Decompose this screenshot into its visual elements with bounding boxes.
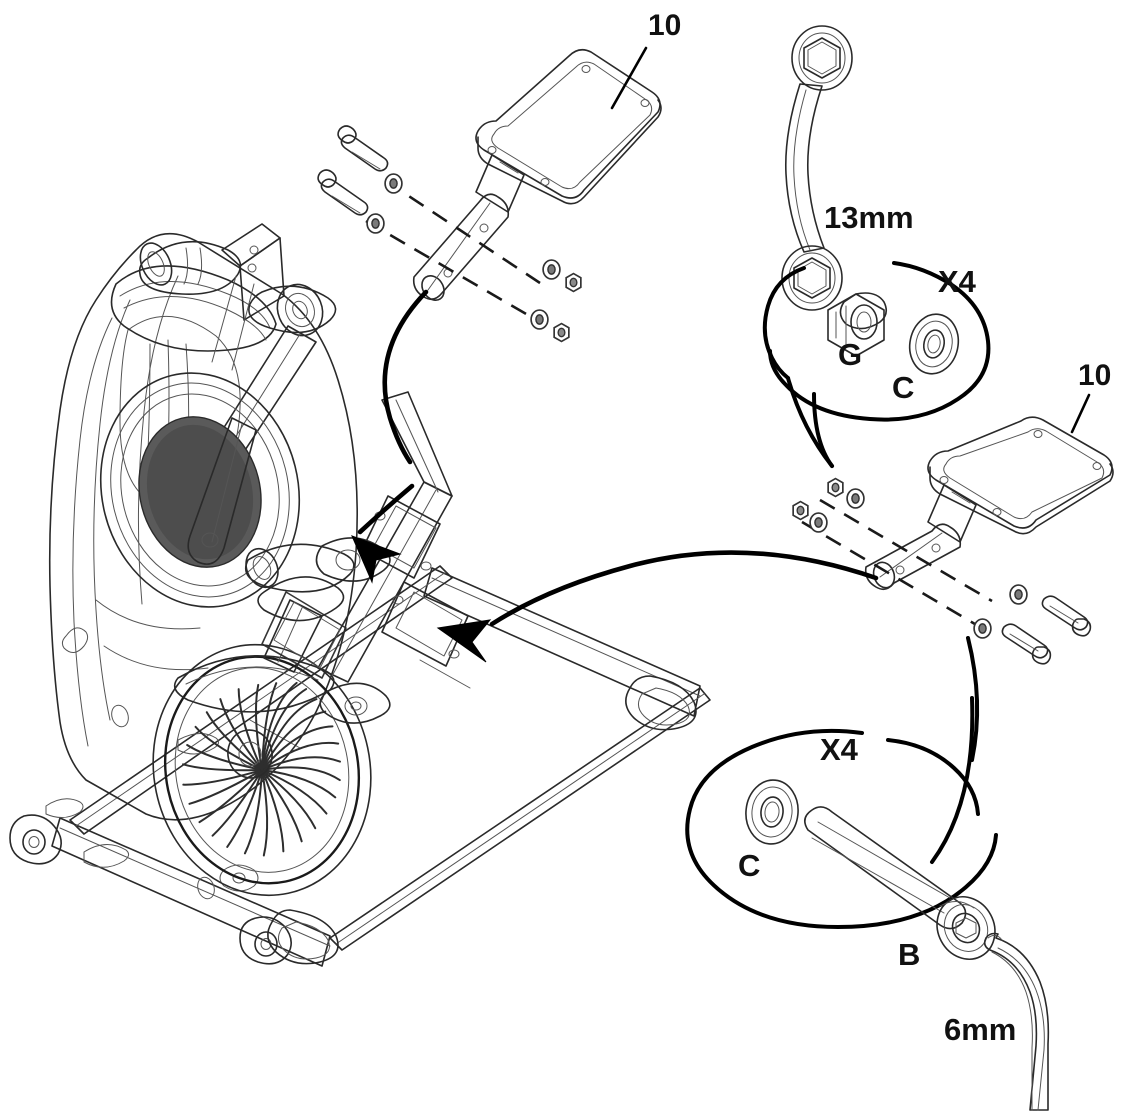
pedal-arm-bracket-lower [381,581,469,667]
bolt-upper-2 [317,169,369,216]
rear-foot-cap [625,675,697,731]
wrench-13mm [781,25,853,311]
qty-upper-label: X4 [938,264,977,299]
crank-disc-cover [99,372,301,608]
nut-lower-1 [827,477,844,498]
flywheel-fan [152,643,372,897]
upper-hardware-callout: G C X4 [762,261,991,468]
crank-pivot-arm [244,537,391,593]
front-foot-wheel [9,814,62,865]
install-arrow-lower [436,550,879,663]
part-B-bolt [804,806,996,960]
base-frame [9,565,711,967]
hex-key-6mm [983,932,1050,1111]
part-C-washer-lower [745,779,799,845]
part-G-label: G [838,337,862,372]
washer-lower-2 [809,512,828,533]
part-label-10-lower: 10 [1070,359,1111,434]
arrow-head-lower [436,619,492,663]
bubble-outline-left [762,266,806,380]
bubble-outline-lower [685,728,998,929]
part-number-bottom-text: 10 [1078,359,1111,392]
pedal-arm-bracket-upper [361,495,441,579]
head-tube-collar [110,265,277,352]
pedal-platform-lower [864,416,1114,591]
assembly-axis-lower-2 [801,520,981,629]
pedal-platform-upper [412,48,662,301]
arrow-head-upper [351,535,402,584]
wrench-size-label: 13mm [824,200,914,235]
part-C-upper-label: C [892,370,914,405]
assembly-axis-upper-1 [385,179,541,285]
washer-lower-1 [846,488,865,509]
washer-upper-2 [366,213,385,234]
part-B-label: B [898,937,920,972]
bubble-tail-lower-outer [966,636,980,762]
part-label-10-upper: 10 [610,9,681,110]
front-foot-cap [239,909,339,965]
handlebar-assembly [138,223,337,371]
hex-key-size-label: 6mm [944,1012,1016,1047]
qty-lower-label: X4 [820,732,859,767]
bubble-tail-inner [812,392,834,468]
washer-upper-1 [384,173,403,194]
pedal-arm-linkage [257,391,469,724]
elliptical-machine-body [9,223,711,967]
washer-lower-3 [1009,584,1028,605]
part-C-lower-label: C [738,848,760,883]
assembly-axis-lower-1 [819,498,993,603]
nut-upper-2 [553,322,570,343]
bubble-outline-lower-right [886,738,980,816]
nut-upper-1 [565,272,582,293]
assembly-axis-upper-2 [365,219,541,324]
bolt-upper-1 [337,125,389,172]
part-G-nut [827,292,888,357]
install-arrow-upper [351,289,429,584]
bolt-lower-2 [1001,623,1052,665]
part-number-top-text: 10 [648,9,681,42]
nut-lower-2 [792,500,809,521]
lower-hardware-exploded [792,477,1092,665]
bubble-outline-right [768,261,991,422]
washer-upper-4 [530,309,549,330]
bolt-lower-1 [1041,595,1092,637]
upper-hardware-exploded [317,125,582,343]
bubble-tail-lower-inner [930,696,975,864]
part-C-washer-upper [908,313,960,375]
lower-hardware-callout: C B X4 [685,636,998,972]
washer-upper-3 [542,259,561,280]
washer-lower-4 [973,618,992,639]
